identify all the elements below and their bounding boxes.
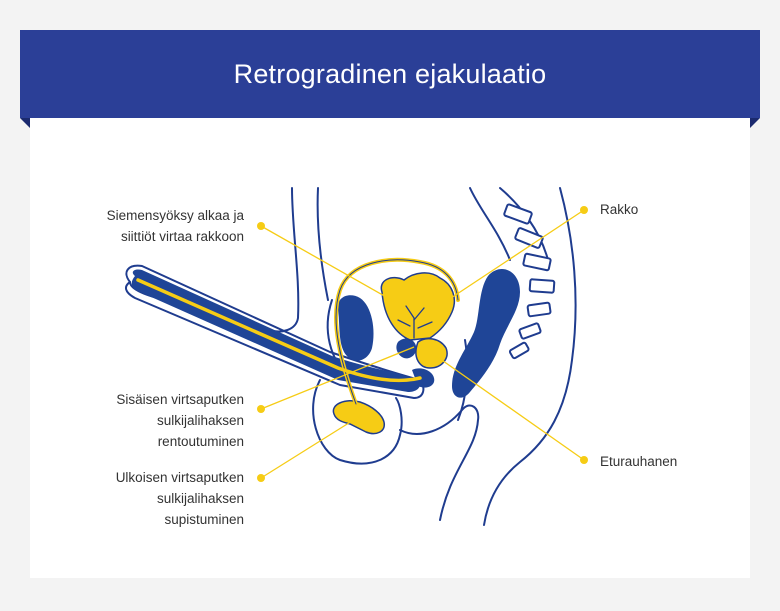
perineum-outline xyxy=(399,404,480,521)
label-bladder: Rakko xyxy=(600,199,638,220)
leader-dots xyxy=(257,206,588,482)
page-title: Retrogradinen ejakulaatio xyxy=(233,58,547,89)
flow-arrow-2 xyxy=(413,307,425,321)
vertebra-1 xyxy=(503,203,533,225)
vertebra-2 xyxy=(514,227,544,249)
label-prostate-line-1: Eturauhanen xyxy=(600,454,678,469)
scrotum-outline xyxy=(312,379,403,465)
label-ejaculation: Siemensyöksy alkaa ja siittiöt virtaa ra… xyxy=(107,205,244,247)
penis-shaft xyxy=(131,269,421,392)
pubic-bone xyxy=(337,295,374,361)
leader-external-sphincter xyxy=(260,415,361,479)
flow-arrow-4 xyxy=(397,319,411,327)
label-internal-sphincter-line-2: sulkijalihaksen xyxy=(156,413,244,428)
spine-front xyxy=(469,187,511,261)
vertebra-3 xyxy=(522,252,552,272)
leader-prostate xyxy=(435,355,585,461)
label-bladder-line-1: Rakko xyxy=(600,202,639,217)
retrograde-flow xyxy=(397,305,433,339)
back-outline xyxy=(483,187,577,526)
label-internal-sphincter: Sisäisen virtsaputken sulkijalihaksen re… xyxy=(116,389,244,452)
vertebra-6 xyxy=(518,322,542,340)
content-card xyxy=(30,118,750,578)
leader-internal-sphincter xyxy=(260,346,415,410)
rectum xyxy=(452,269,520,398)
prostate xyxy=(415,337,448,369)
dot-internal-sphincter xyxy=(257,405,265,413)
vertebra-7 xyxy=(508,341,530,360)
label-external-sphincter-line-1: Ulkoisen virtsaputken xyxy=(115,470,244,485)
dot-ejaculation xyxy=(257,222,265,230)
label-ejaculation-line-1: Siemensyöksy alkaa ja xyxy=(106,208,244,223)
label-prostate: Eturauhanen xyxy=(600,451,677,472)
organs xyxy=(131,269,520,398)
vertebra-5 xyxy=(526,301,552,318)
title-banner: Retrogradinen ejakulaatio xyxy=(20,30,760,118)
banner-fold-left xyxy=(20,118,30,128)
dot-external-sphincter xyxy=(257,474,265,482)
bladder xyxy=(380,272,456,341)
inner-abdomen-line xyxy=(316,187,329,301)
vertebrae xyxy=(503,203,556,360)
leader-ejaculation xyxy=(260,225,396,303)
leader-lines xyxy=(260,209,585,479)
vertebra-4 xyxy=(528,278,556,294)
body-outline xyxy=(125,187,577,526)
banner-fold-right xyxy=(750,118,760,128)
label-external-sphincter-line-3: supistuminen xyxy=(164,512,244,527)
label-external-sphincter-line-2: sulkijalihaksen xyxy=(156,491,244,506)
vas-deferens-edge xyxy=(335,259,459,405)
urethra xyxy=(136,278,422,383)
flow-arrow-3 xyxy=(417,321,433,329)
seminal-vesicle xyxy=(396,338,417,359)
leader-bladder xyxy=(447,209,585,301)
dot-prostate xyxy=(580,456,588,464)
label-ejaculation-line-2: siittiöt virtaa rakkoon xyxy=(120,229,244,244)
label-external-sphincter: Ulkoisen virtsaputken sulkijalihaksen su… xyxy=(116,467,244,530)
urethral-bulb xyxy=(412,368,435,388)
label-internal-sphincter-line-1: Sisäisen virtsaputken xyxy=(116,392,244,407)
flow-arrow-1 xyxy=(405,305,415,339)
label-internal-sphincter-line-3: rentoutuminen xyxy=(157,434,244,449)
dot-bladder xyxy=(580,206,588,214)
